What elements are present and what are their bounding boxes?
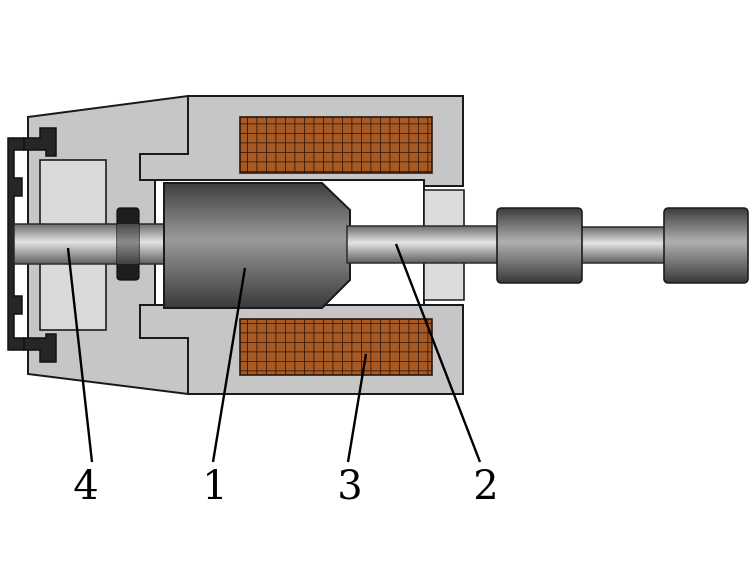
- label-3: 3: [337, 463, 362, 509]
- push-rod: [346, 225, 500, 264]
- armature: [163, 182, 351, 309]
- label-1: 1: [202, 463, 227, 509]
- leader-3: [346, 353, 368, 463]
- coil-top: [239, 116, 433, 174]
- rear-seal-lip-bottom: [23, 333, 57, 363]
- label-2: 2: [473, 463, 498, 509]
- output-knob-1: [496, 207, 583, 284]
- label-4: 4: [73, 463, 98, 509]
- coil-bottom: [239, 318, 433, 376]
- shaft-collar-band: [117, 224, 139, 264]
- leader-1: [211, 267, 247, 463]
- leader-4: [66, 247, 94, 463]
- output-shaft: [579, 226, 667, 264]
- leader-2: [394, 243, 482, 463]
- output-knob-2: [663, 207, 749, 284]
- rear-seal-lip-top: [23, 127, 57, 157]
- rear-shaft: [13, 223, 171, 265]
